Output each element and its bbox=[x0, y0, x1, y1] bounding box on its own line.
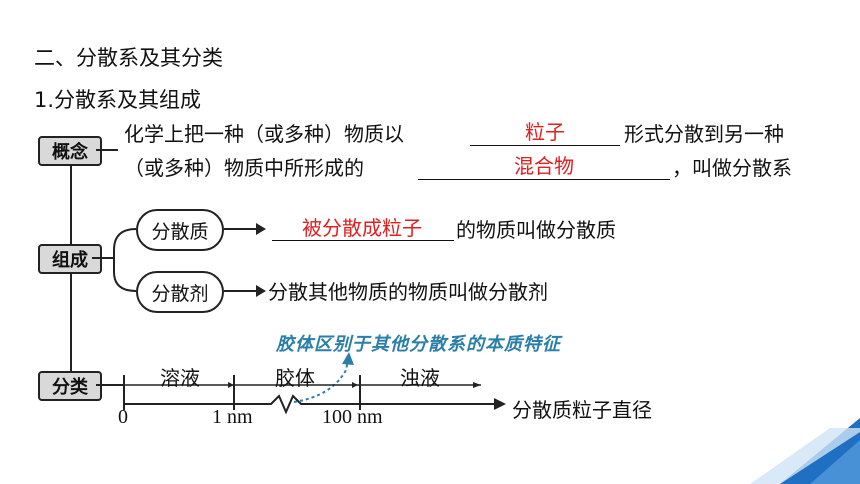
segment-suspension: 浊液 bbox=[400, 366, 440, 390]
concept-line1-prefix: 化学上把一种（或多种）物质以 bbox=[124, 122, 404, 146]
arrow-icon bbox=[224, 223, 266, 235]
section-heading: 二、分散系及其分类 bbox=[34, 46, 223, 70]
dispersion-medium-name: 分散剂 bbox=[151, 282, 209, 305]
concept-connector bbox=[96, 149, 118, 151]
colloid-note: 胶体区别于其他分散系的本质特征 bbox=[276, 334, 561, 355]
dispersed-answer: 被分散成粒子 bbox=[302, 216, 422, 240]
concept-answer-particle: 粒子 bbox=[525, 120, 565, 144]
composition-brace bbox=[92, 228, 136, 292]
classification-label: 分类 bbox=[38, 371, 102, 401]
concept-line2-prefix: （或多种）物质中所形成的 bbox=[124, 156, 364, 180]
dispersion-medium-text: 分散其他物质的物质叫做分散剂 bbox=[268, 280, 548, 304]
composition-label: 组成 bbox=[38, 244, 102, 274]
dispersed-phase-oval: 分散质 bbox=[136, 209, 224, 251]
tick-100nm: 100 nm bbox=[322, 406, 383, 428]
segment-colloid: 胶体 bbox=[275, 366, 315, 390]
concept-label: 概念 bbox=[38, 136, 102, 166]
blank-underline-2 bbox=[418, 179, 670, 180]
tick-1nm: 1 nm bbox=[212, 406, 253, 428]
concept-answer-mixture: 混合物 bbox=[514, 154, 574, 178]
tick-zero: 0 bbox=[118, 406, 128, 428]
classification-axis bbox=[96, 352, 506, 415]
dispersion-medium-oval: 分散剂 bbox=[136, 271, 224, 313]
blank-underline-3 bbox=[272, 240, 454, 241]
concept-line1-suffix: 形式分散到另一种 bbox=[624, 122, 784, 146]
dispersed-phase-name: 分散质 bbox=[151, 220, 209, 243]
concept-line2-suffix: ，叫做分散系 bbox=[672, 156, 792, 180]
arrow-icon bbox=[224, 285, 266, 297]
dispersed-suffix: 的物质叫做分散质 bbox=[456, 218, 616, 242]
corner-decoration bbox=[750, 418, 860, 484]
blank-underline-1 bbox=[470, 145, 620, 146]
segment-solution: 溶液 bbox=[160, 366, 200, 390]
subsection-heading: 1.分散系及其组成 bbox=[34, 88, 202, 112]
axis-label: 分散质粒子直径 bbox=[512, 398, 652, 422]
